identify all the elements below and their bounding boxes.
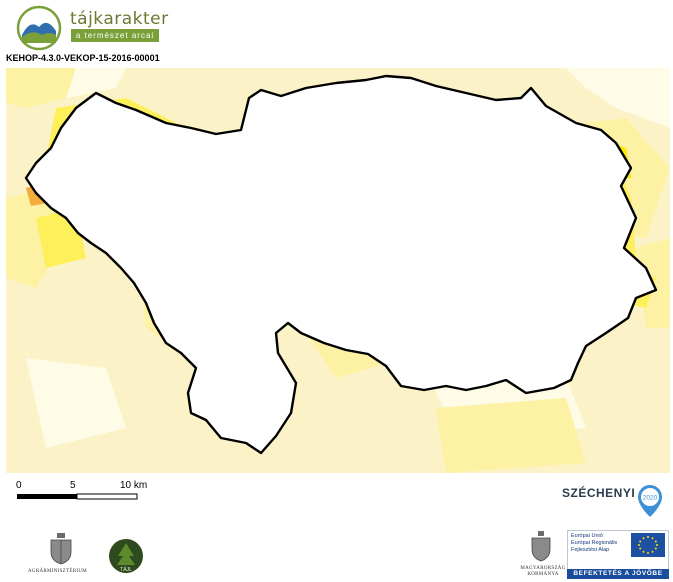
eu-flag-icon xyxy=(631,533,665,557)
szechenyi-year: 2020 xyxy=(643,495,658,502)
eu-line-2: Európai Regionális xyxy=(571,540,618,546)
scale-label-10km: 10 km xyxy=(120,480,148,491)
landscape-map xyxy=(6,68,670,473)
government-coat-of-arms-icon xyxy=(531,531,551,562)
project-boundary xyxy=(24,74,658,455)
ministry-label: AGRÁRMINISZTÉRIUM xyxy=(28,569,87,574)
hungarian-coat-of-arms-icon xyxy=(50,533,72,565)
eu-line-3: Fejlesztési Alap xyxy=(571,547,610,553)
project-code: KEHOP-4.3.0-VEKOP-15-2016-00001 xyxy=(6,53,160,63)
eu-line-1: Európai Unió xyxy=(571,533,603,539)
government-label: MAGYARORSZÁG KORMÁNYA xyxy=(520,566,566,577)
scale-label-5: 5 xyxy=(70,480,76,491)
scale-label-0: 0 xyxy=(16,480,22,491)
scale-bar: 0 5 10 km xyxy=(16,480,166,510)
tajkarakter-logo-icon xyxy=(16,5,62,51)
tajl-logo-icon: TÁJL xyxy=(109,539,143,573)
tajl-label: TÁJL xyxy=(120,566,132,573)
brand-tagline: a természet arcai xyxy=(71,29,159,42)
szechenyi-2020-pin-icon: 2020 xyxy=(638,485,662,517)
eu-fund-text: Európai Unió Európai Regionális Fejleszt… xyxy=(571,533,629,554)
szechenyi-label: SZÉCHENYI xyxy=(562,486,636,500)
scale-bar-graphic xyxy=(17,493,138,500)
brand-title: tájkarakter xyxy=(70,9,169,29)
invest-slogan-banner: BEFEKTETÉS A JÖVŐBE xyxy=(567,569,669,579)
